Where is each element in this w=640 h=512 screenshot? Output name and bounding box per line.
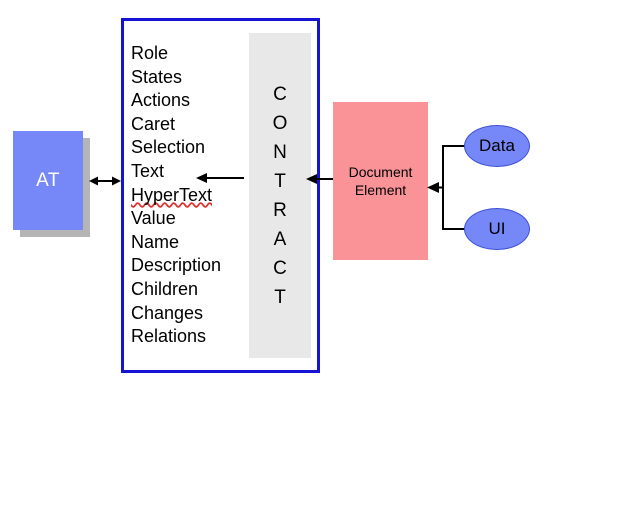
at-box-label: AT [36,169,60,191]
contract-letter: C [273,258,287,279]
document-element-label: Document Element [349,163,413,199]
source-node-data: Data [464,125,530,167]
source-node-ui: UI [464,208,530,250]
document-element-box: Document Element [333,102,428,260]
sources-bracket-arrow [427,145,475,230]
contract-to-property-arrow [196,173,244,183]
property-item: Selection [131,137,206,158]
contract-letter: A [273,229,287,250]
contract-letter: O [272,113,288,134]
property-item: Children [131,278,199,299]
property-item: States [131,66,183,87]
contract-strip [249,33,311,358]
at-box: AT [13,131,83,230]
property-item: HyperText [131,184,213,205]
document-element-line2: Element [354,182,407,198]
contract-letter: N [273,142,287,163]
document-element-line1: Document [348,164,413,180]
contract-property-list: Role States Actions Caret Selection Text… [131,42,246,349]
property-item: Changes [131,302,204,323]
property-item: Value [131,208,176,229]
property-item: Role [131,43,169,63]
property-item: Name [131,231,180,252]
at-to-contract-double-arrow [89,176,121,186]
contract-letter: T [274,287,286,308]
property-item: Text [131,160,165,181]
source-node-ui-label: UI [488,219,506,238]
property-item: Description [131,255,222,276]
contract-letter: R [273,200,287,221]
contract-vertical-label: C O N T R A C T [249,80,311,312]
source-node-data-label: Data [479,136,515,155]
contract-letter: T [274,171,286,192]
property-item: Actions [131,90,191,111]
property-item: Caret [131,113,176,134]
contract-letter: C [273,84,287,105]
property-item: Relations [131,326,207,347]
